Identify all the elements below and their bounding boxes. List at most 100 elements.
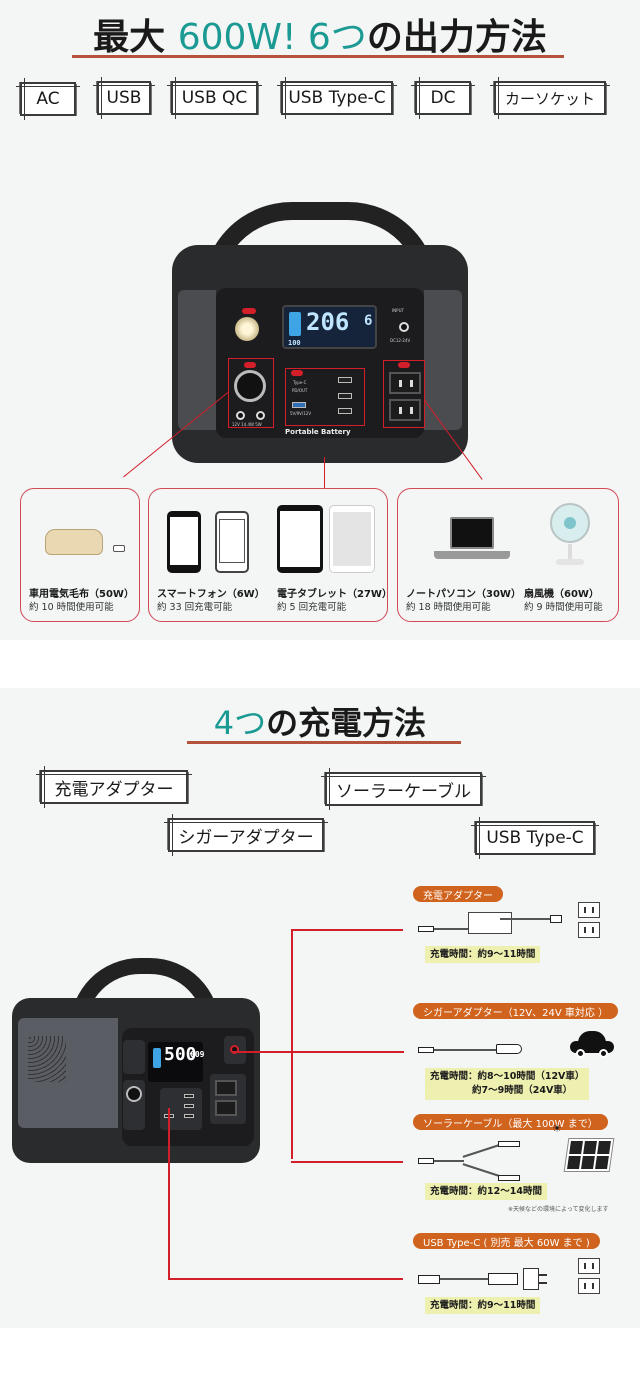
title-suffix: の充電方法 [266, 704, 427, 742]
electric-blanket-icon [45, 529, 103, 555]
device-usage: 約 9 時間使用可能 [524, 602, 603, 613]
lcd-watts: 206 [306, 308, 350, 336]
usb-port-1-icon [338, 377, 352, 383]
lcd-hours: 009 [190, 1050, 205, 1059]
ac-plug-icon [550, 915, 562, 923]
qc-label: 5V/9V/12V [290, 411, 312, 416]
wall-outlet-icon [578, 1258, 600, 1274]
input-label: INPUT [392, 308, 404, 313]
car-socket-area [123, 1080, 145, 1130]
tag-dc: DC [411, 77, 475, 119]
pd-label: PD/OUT [292, 388, 308, 393]
charger-prong [539, 1282, 547, 1284]
sun-icon: ☀ [552, 1122, 562, 1135]
usb-ports-area [160, 1088, 202, 1130]
device-usage: 約 5 回充電可能 [277, 602, 347, 613]
led-lamp-icon [235, 317, 259, 341]
input-port-icon [399, 322, 409, 332]
ac-outlet-1-icon [389, 372, 421, 394]
power-station-front: 206 6 100 INPUT DC12-24V 12V 14.4W 5W Ty… [170, 200, 470, 465]
battery-icon [289, 312, 301, 336]
device-usage: 約 10 時間使用可能 [29, 602, 114, 613]
charging-title: 4つの充電方法 [0, 698, 640, 744]
cable [434, 1049, 496, 1051]
charge-time: 充電時間：約9～11時間 [425, 1297, 541, 1314]
connector-trunk [291, 929, 293, 1159]
tag-ac: AC [16, 78, 80, 120]
lcd-display: 500 009 [148, 1042, 205, 1082]
usb-port-3-icon [338, 408, 352, 414]
solar-panel-icon [563, 1138, 615, 1172]
lcd-display: 206 6 100 [282, 305, 377, 349]
charge-time: 充電時間：約12～14時間 [425, 1183, 547, 1200]
tag-car-socket: カーソケット [490, 77, 610, 119]
fan-stand [568, 544, 572, 560]
method-label-ac-adapter: 充電アダプター [413, 886, 503, 902]
mc4-connector-icon [498, 1175, 520, 1181]
title-underline [72, 55, 564, 58]
connector-usbc [168, 1278, 403, 1280]
usb-c-charger-icon [523, 1268, 539, 1290]
charge-time-12v: 充電時間：約8～10時間（12V車） [430, 1071, 585, 1082]
ac-adapter-icon [468, 912, 512, 934]
title-suffix: の出力方法 [366, 17, 547, 58]
input-spec: DC12-24V [390, 338, 411, 343]
mc4-connector-icon [498, 1141, 520, 1147]
usb-qc-port-icon [292, 402, 306, 408]
card-mobile: スマートフォン（6W） 約 33 回充電可能 電子タブレット（27W） 約 5 … [148, 488, 392, 622]
dc-input-port-icon [230, 1045, 239, 1054]
card-home: ノートパソコン（30W） 約 18 時間使用可能 扇風機（60W） 約 9 時間… [397, 488, 619, 622]
leader-line-usb [323, 457, 325, 489]
lcd-watts: 500 [164, 1044, 197, 1065]
charge-time: 充電時間：約9～11時間 [425, 946, 541, 963]
ac-output-highlight [383, 360, 425, 428]
laptop-icon [450, 517, 494, 549]
vent-grille [28, 1036, 66, 1082]
cable [434, 928, 489, 930]
wall-outlet-icon [578, 922, 600, 938]
left-side-panel [178, 290, 216, 430]
usb-port-2-icon [338, 393, 352, 399]
ac-outlets-area [210, 1074, 246, 1124]
title-accent: 4つ [213, 704, 267, 742]
usb-c-plug-icon [418, 1275, 440, 1284]
cable [500, 918, 550, 920]
connector-cigar [232, 1051, 404, 1053]
weather-note: ※天候などの環境によって変化します [508, 1206, 609, 1213]
output-title: 最大 600W! 6つの出力方法 [0, 8, 640, 60]
tag-usb: USB [93, 77, 155, 119]
charger-prong [539, 1274, 547, 1276]
dc-plug-icon [418, 1047, 434, 1053]
car-socket-icon [234, 370, 266, 402]
title-prefix: 最大 [93, 17, 178, 58]
connector-usbc-vertical [168, 1108, 170, 1280]
usb-indicator [291, 370, 303, 376]
tablet-black-icon [277, 505, 323, 573]
device-name: 電子タブレット（27W） [277, 589, 392, 600]
tag-ac-adapter: 充電アダプター [36, 766, 192, 808]
device-name: ノートパソコン（30W） [406, 589, 521, 600]
battery-icon [153, 1048, 161, 1068]
dc-plug-icon [418, 1158, 434, 1164]
lcd-percent: 100 [288, 339, 301, 347]
charge-time-box: 充電時間：約8～10時間（12V車） 約7～9時間（24V車） [425, 1068, 590, 1100]
tag-usb-qc: USB QC [167, 77, 262, 119]
tag-cigar-adapter: シガーアダプター [164, 814, 328, 856]
blanket-controller-icon [113, 545, 125, 552]
cable [440, 1278, 490, 1280]
usb-c-plug-icon [488, 1273, 518, 1285]
dc-indicator [244, 362, 256, 368]
device-name: 扇風機（60W） [524, 589, 599, 600]
charge-time-24v: 約7～9時間（24V車） [472, 1085, 573, 1096]
wall-outlet-icon [578, 1278, 600, 1294]
dc-plug-icon [418, 926, 434, 932]
input-port-area [224, 1036, 246, 1064]
dc-port-1-icon [236, 411, 245, 420]
led-button [123, 1040, 145, 1074]
device-name: 車用電気毛布（50W） [29, 589, 134, 600]
tag-usb-type-c: USB Type-C [471, 817, 599, 859]
lcd-hours: 6 [364, 313, 373, 329]
fan-base [556, 559, 584, 565]
tag-usb-type-c: USB Type-C [277, 77, 397, 119]
device-name: スマートフォン（6W） [157, 589, 265, 600]
